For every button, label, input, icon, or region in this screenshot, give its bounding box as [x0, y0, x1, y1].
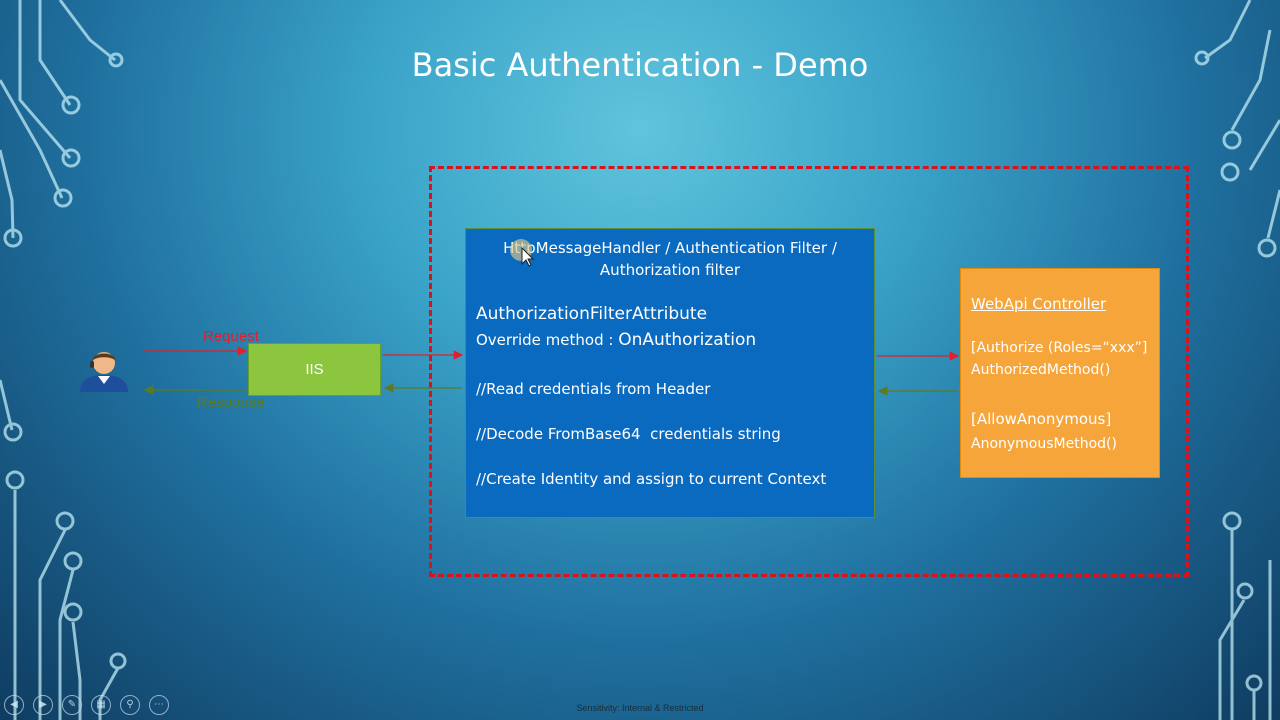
allow-anonymous-text: [AllowAnonymous] — [971, 410, 1112, 428]
iis-box: IIS — [248, 343, 381, 396]
decode-credentials-comment: //Decode FromBase64 credentials string — [476, 425, 781, 443]
pen-icon[interactable]: ✎ — [62, 695, 82, 715]
anonymous-method-text: AnonymousMethod() — [971, 436, 1117, 452]
iis-label: IIS — [305, 361, 324, 378]
play-icon[interactable]: ▶ — [33, 695, 53, 715]
controller-title: WebApi Controller — [971, 295, 1107, 313]
override-method-prefix: Override method : — [476, 331, 619, 349]
slideshow-toolbar: ◀ ▶ ✎ ▦ ⚲ ⋯ — [4, 694, 178, 715]
slide-title: Basic Authentication - Demo — [411, 46, 869, 84]
handler-header: HttpMessageHandler / Authentication Filt… — [466, 237, 874, 281]
authorize-attribute-text: [Authorize (Roles=“xxx”] — [971, 340, 1148, 356]
webapi-boundary — [429, 166, 1189, 577]
override-method-text: Override method : OnAuthorization — [476, 330, 756, 350]
read-credentials-comment: //Read credentials from Header — [476, 380, 711, 398]
message-handler-box: HttpMessageHandler / Authentication Filt… — [465, 228, 875, 518]
zoom-icon[interactable]: ⚲ — [120, 695, 140, 715]
mouse-pointer-icon — [510, 239, 535, 267]
previous-icon[interactable]: ◀ — [4, 695, 24, 715]
response-label: Response — [197, 394, 265, 411]
override-method-name: OnAuthorization — [618, 330, 757, 350]
user-icon — [80, 352, 128, 392]
authorized-method-text: AuthorizedMethod() — [971, 362, 1111, 378]
create-identity-comment: //Create Identity and assign to current … — [476, 470, 827, 488]
request-label: Request — [203, 328, 259, 345]
sensitivity-footer: Sensitivity: Internal & Restricted — [576, 703, 704, 713]
handler-header-line2: Authorization filter — [599, 261, 741, 279]
webapi-controller-box: WebApi Controller [Authorize (Roles=“xxx… — [960, 268, 1160, 478]
filter-attribute-text: AuthorizationFilterAttribute — [476, 304, 708, 324]
slides-icon[interactable]: ▦ — [91, 695, 111, 715]
handler-header-line1: HttpMessageHandler / Authentication Filt… — [503, 239, 837, 257]
more-icon[interactable]: ⋯ — [149, 695, 169, 715]
